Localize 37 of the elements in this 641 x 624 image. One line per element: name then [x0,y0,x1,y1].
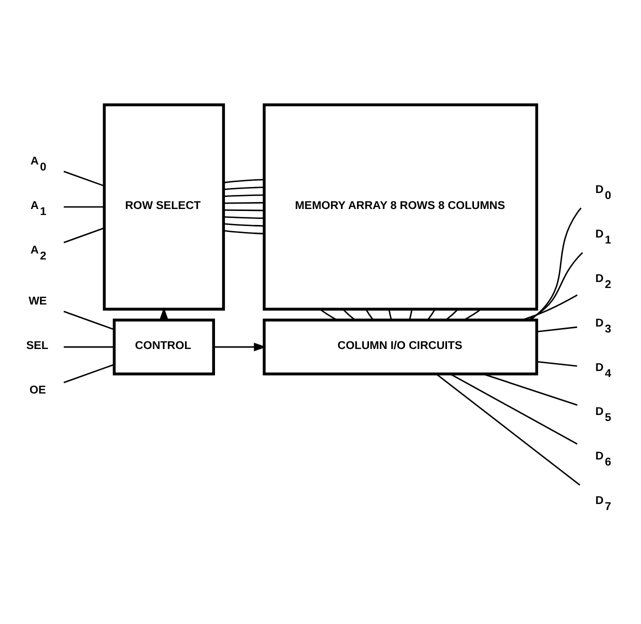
connector [224,230,264,234]
connector [446,308,458,320]
connector [64,346,114,348]
connector [408,309,413,320]
connector [483,373,578,406]
connector [64,310,114,330]
connector [224,209,264,212]
node-text: OE [30,384,46,396]
connector [528,252,584,321]
connector [436,373,580,486]
connector [224,194,264,198]
connector [224,216,264,219]
connector [536,326,578,332]
node-box: COLUMN I/O CIRCUITS [262,318,538,376]
connector [64,364,114,384]
connector [64,227,104,244]
arrow [214,342,266,352]
node-box: MEMORY ARRAY 8 ROWS 8 COLUMNS [262,103,538,311]
node-text: SEL [26,340,48,352]
connector [522,294,578,321]
connector [450,373,578,445]
connector [64,170,104,187]
connector [342,308,356,320]
connector [224,202,264,204]
connector [464,308,482,321]
connector [224,186,264,190]
connector [224,223,264,227]
node-box: ROW SELECT [102,103,225,311]
connector [388,309,392,320]
connector [320,308,338,321]
node-text: WE [28,296,47,308]
connector [536,361,578,367]
connector [64,206,104,208]
connector [427,308,436,320]
connector [365,308,374,320]
connector [224,178,264,184]
connector [530,208,582,321]
